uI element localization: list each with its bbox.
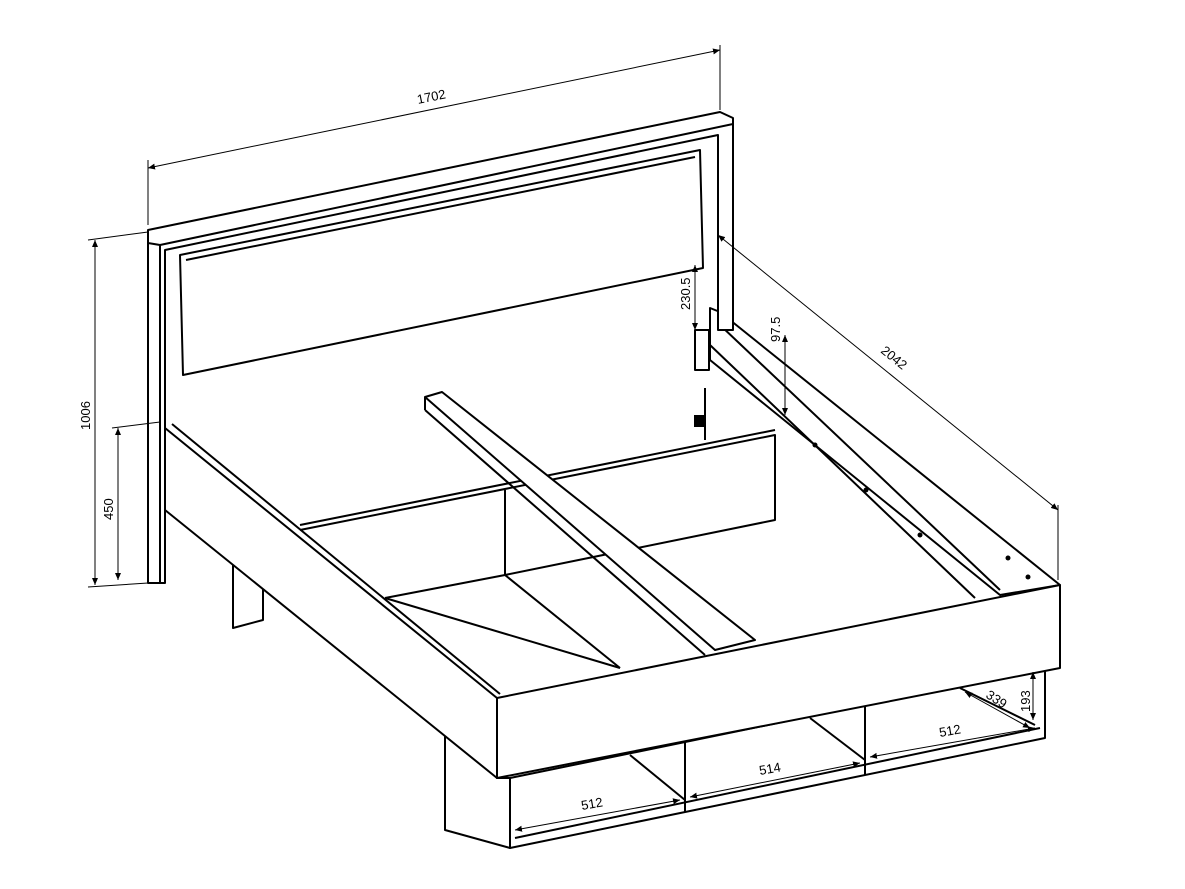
- dim-drawer-right-width: 512: [938, 721, 962, 740]
- dim-frame-height: 450: [101, 498, 116, 520]
- dim-rail-offset: 97.5: [768, 317, 783, 342]
- hinge-bracket: [694, 329, 710, 371]
- dim-headboard-width: 1702: [416, 86, 447, 106]
- footboard: [496, 584, 1061, 779]
- dimension-lines: [87, 45, 1059, 832]
- hinge-fitting: [694, 415, 704, 427]
- dim-total-height: 1006: [78, 401, 93, 430]
- center-beam: [424, 391, 756, 656]
- dim-drawer-left-width: 512: [580, 794, 604, 813]
- dim-drawer-middle-width: 514: [758, 759, 782, 778]
- left-side-rail: [164, 427, 498, 779]
- dim-hinge-offset: 230.5: [678, 277, 693, 310]
- dim-drawer-height: 193: [1018, 690, 1033, 712]
